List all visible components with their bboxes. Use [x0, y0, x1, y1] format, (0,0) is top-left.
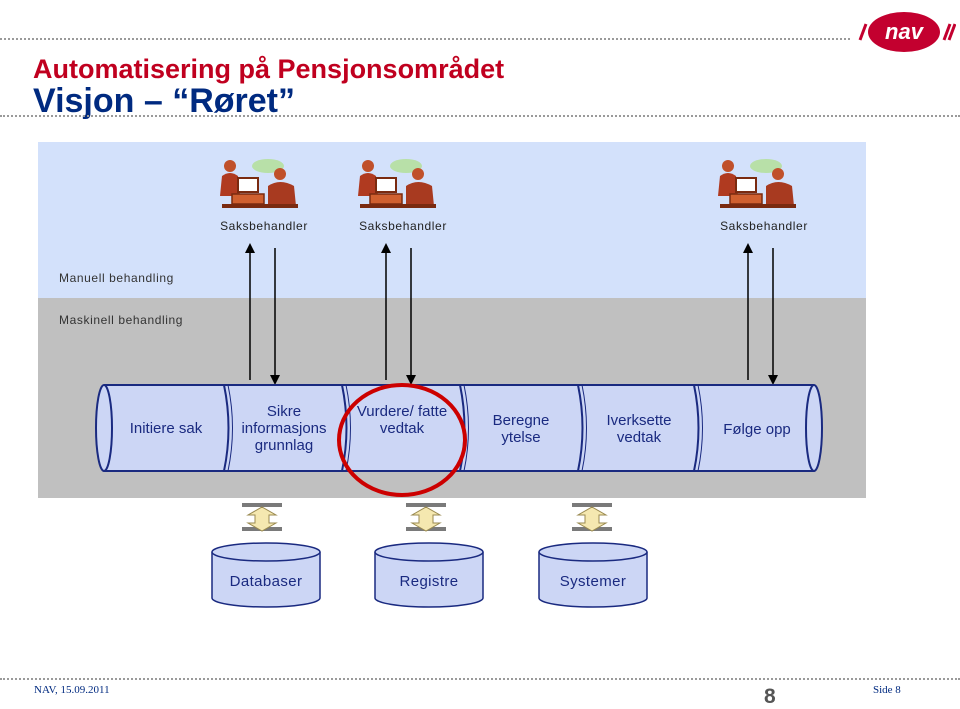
databases-label: Databaser	[229, 573, 303, 590]
footer-divider	[0, 678, 960, 680]
caseworker-icon	[220, 159, 298, 208]
exchange-arrow	[406, 503, 446, 532]
highlight-circle	[337, 383, 467, 497]
pipe-segment-divider	[697, 384, 703, 472]
registry-cylinder	[374, 542, 484, 608]
caseworker-icon	[718, 159, 796, 208]
pipe-segment-divider	[345, 384, 351, 472]
stage-secure-information: Sikre informasjons grunnlag	[241, 403, 327, 454]
stage-follow-up: Følge opp	[723, 421, 791, 438]
page-number: 8	[764, 685, 776, 708]
caseworker-icon	[358, 159, 436, 208]
header-divider-top	[0, 38, 850, 40]
exchange-arrow	[572, 503, 612, 532]
stage-assess-decide: Vurdere/ fatte vedtak	[356, 403, 448, 437]
pipe-segment-divider	[223, 384, 230, 472]
pipe-segment-divider	[581, 384, 587, 472]
footer-date: NAV, 15.09.2011	[34, 684, 110, 696]
slide-subtitle: Visjon – “Røret”	[33, 82, 295, 120]
registers-label: Registre	[399, 573, 459, 590]
exchange-arrow	[242, 503, 282, 532]
nav-logo: nav	[858, 12, 956, 52]
actor-label: Saksbehandler	[720, 219, 808, 233]
actor-label: Saksbehandler	[359, 219, 447, 233]
footer-page-label: Side 8	[873, 684, 901, 696]
nav-logo-text: nav	[885, 19, 925, 44]
slide-title: Automatisering på Pensjonsområdet	[33, 54, 505, 84]
pipe-segment-divider	[577, 384, 584, 472]
header-divider	[0, 115, 960, 117]
pipe-segment-divider	[227, 384, 233, 472]
systems-cylinder	[538, 542, 648, 608]
machine-lane-label: Maskinell behandling	[59, 313, 184, 327]
stage-implement: Iverksette vedtak	[606, 412, 672, 446]
pipe-start-cap	[95, 384, 113, 472]
manual-lane-label: Manuell behandling	[59, 271, 174, 285]
stage-calculate: Beregne ytelse	[492, 412, 550, 446]
pipe-segment-divider	[463, 384, 469, 472]
stage-initiate: Initiere sak	[129, 420, 203, 437]
pipe-end-cap	[805, 384, 823, 472]
actor-label: Saksbehandler	[220, 219, 308, 233]
systems-label: Systemer	[559, 573, 627, 590]
pipe-segment-divider	[693, 384, 700, 472]
database-cylinder	[211, 542, 321, 608]
